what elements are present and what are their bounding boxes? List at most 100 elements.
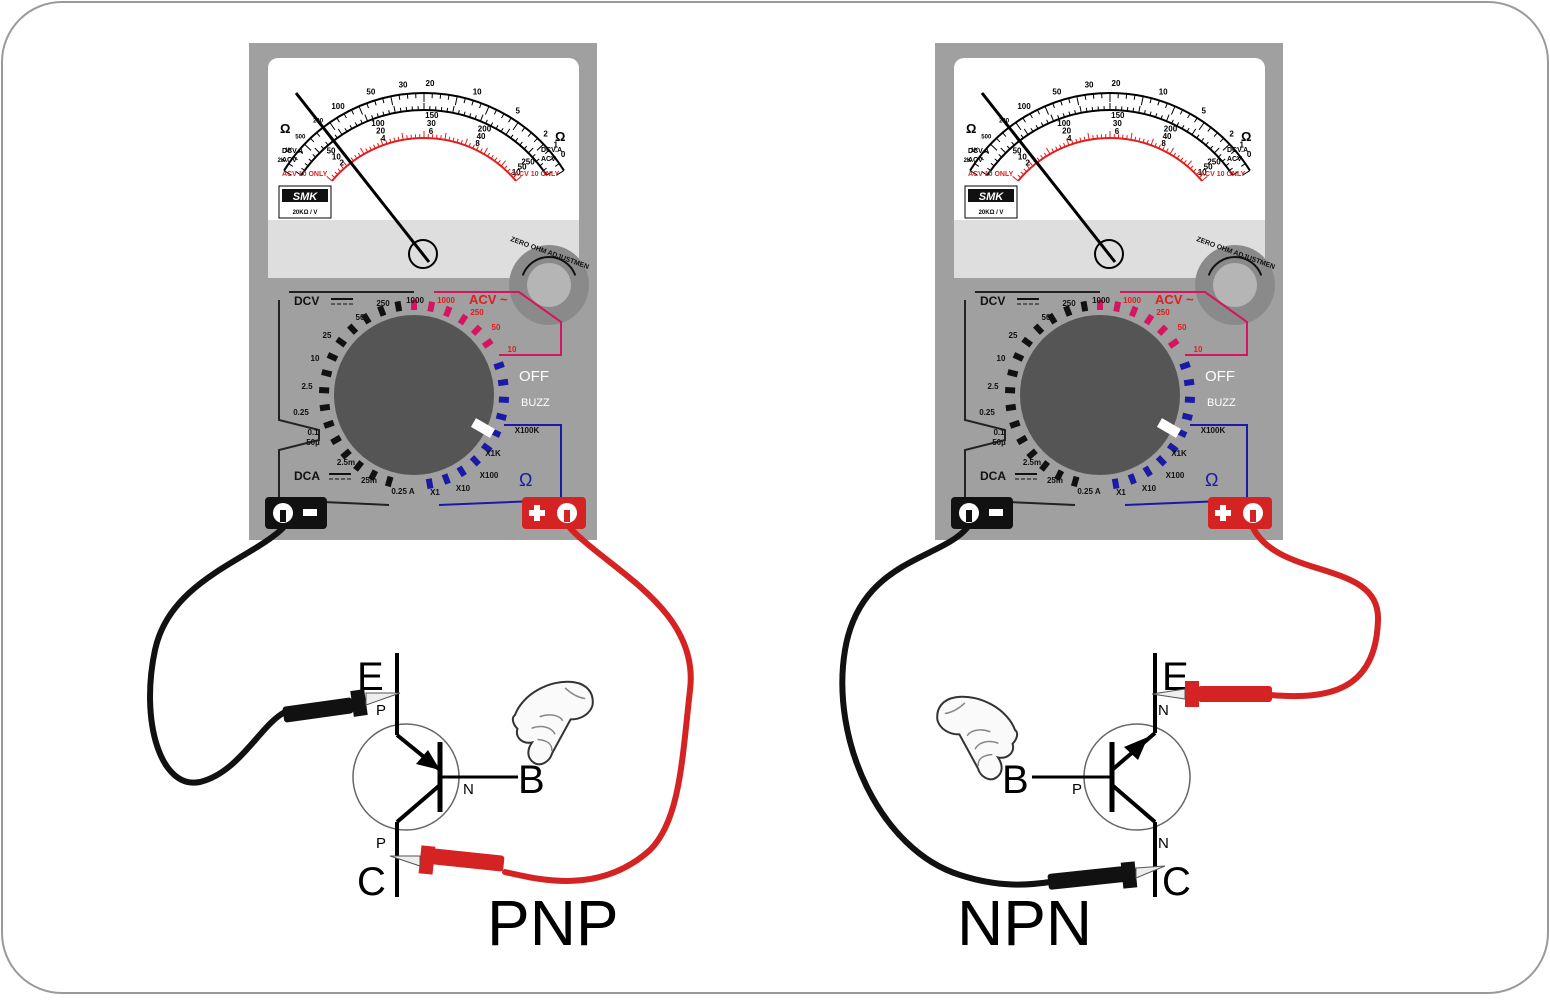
- pnp-collector-region: P: [376, 835, 386, 852]
- range-dash: [1014, 355, 1023, 359]
- dcv-range-label: 0.1: [307, 428, 319, 437]
- dca-range-label: 0.25 A: [1077, 487, 1100, 496]
- pnp-title: PNP: [487, 887, 619, 959]
- ohm-scale-label: 30: [1085, 80, 1094, 89]
- selector-knob: [1020, 315, 1180, 475]
- npn-emitter-region: N: [1158, 702, 1169, 719]
- range-dash: [1006, 407, 1016, 408]
- range-dash: [1130, 474, 1134, 483]
- ohm-range-label: X10: [1142, 484, 1157, 493]
- scale-label: DCV.A: [1227, 147, 1248, 154]
- dcv-range-label: 0.25: [979, 408, 995, 417]
- npn-collector-label: C: [1162, 860, 1191, 904]
- dca-label: DCA: [980, 469, 1006, 483]
- pnp-emitter-region: P: [376, 702, 386, 719]
- acv-range-label: 50: [1178, 323, 1187, 332]
- dcv-range-label: 10: [997, 354, 1006, 363]
- dca-range-label: 25m: [361, 476, 377, 485]
- dcv-label: DCV: [980, 294, 1005, 308]
- ohm-scale-label: 2: [1229, 129, 1234, 138]
- range-dash: [1010, 423, 1019, 426]
- dc-scale-label: 2: [339, 158, 344, 167]
- dcv-range-label: 2.5: [987, 382, 999, 391]
- ohm-section-symbol: Ω: [1205, 470, 1218, 490]
- ohm-scale-label: 50: [1052, 87, 1061, 96]
- terminal-socket-hole: [966, 510, 972, 522]
- ohm-scale-label: 500: [295, 135, 306, 141]
- scale-tick: [441, 135, 442, 139]
- buzz-label: BUZZ: [521, 397, 550, 409]
- range-dash: [388, 477, 391, 487]
- range-dash: [494, 364, 503, 367]
- range-dash: [496, 416, 506, 418]
- dc-scale-label: 8: [475, 139, 480, 148]
- dcv-range-label: 50µ: [992, 438, 1006, 447]
- sensitivity-label: 20KΩ / V: [293, 210, 318, 216]
- dcv-range-label: 1000: [1092, 296, 1110, 305]
- minus-sign: [989, 509, 1003, 516]
- scale-tick: [1093, 94, 1094, 99]
- acv-only-label: ACV 10 ONLY: [1200, 171, 1246, 178]
- pnp-base-region: N: [463, 781, 474, 798]
- ohm-scale-label: 30: [399, 80, 408, 89]
- ohm-section-symbol: Ω: [519, 470, 532, 490]
- range-dash: [1132, 307, 1136, 316]
- range-dash: [498, 382, 508, 383]
- terminal-socket-hole: [1250, 510, 1256, 522]
- acv-range-label: 10: [1194, 345, 1203, 354]
- acv-range-label: 1000: [437, 296, 455, 305]
- dc-scale-label: 4: [381, 134, 386, 143]
- ohm-range-label: X10: [456, 484, 471, 493]
- dc-scale-label: 4: [1067, 134, 1072, 143]
- range-dash: [444, 474, 448, 483]
- buzz-label: BUZZ: [1207, 397, 1236, 409]
- scale-label: DCV.A: [968, 148, 989, 155]
- ohm-range-label: X100K: [1201, 426, 1226, 435]
- ohm-scale-label: 2: [543, 129, 548, 138]
- plus-sign: [1220, 505, 1226, 521]
- selector-knob: [334, 315, 494, 475]
- scale-label: ACV: [968, 157, 983, 164]
- scale-label: DCV.A: [541, 147, 562, 154]
- npn-collector-region: N: [1158, 835, 1169, 852]
- dcv-range-label: 250: [376, 299, 390, 308]
- scale-label: ACV: [541, 156, 556, 163]
- sensitivity-label: 20KΩ / V: [979, 210, 1004, 216]
- scale-tick: [407, 94, 408, 99]
- dc-scale-label: 2: [1025, 158, 1030, 167]
- range-dash: [1008, 372, 1018, 374]
- dca-label: DCA: [294, 469, 320, 483]
- scale-tick: [407, 135, 408, 139]
- terminal-socket-hole: [280, 510, 286, 522]
- range-dash: [1182, 416, 1192, 418]
- scale-tick: [1133, 108, 1134, 112]
- dcv-range-label: 0.25: [293, 408, 309, 417]
- range-dash: [320, 407, 330, 408]
- scale-tick: [1093, 135, 1094, 139]
- ohm-scale-label: 100: [1017, 102, 1031, 111]
- pnp-collector-label: C: [357, 860, 386, 904]
- ohm-scale-label: 5: [515, 107, 520, 116]
- acv-label: ACV ~: [469, 292, 508, 307]
- acv-range-label: 50: [492, 323, 501, 332]
- dcv-range-label: 25: [323, 331, 332, 340]
- dcv-range-label: 2.5: [301, 382, 313, 391]
- scale-label: ACV: [1227, 156, 1242, 163]
- dca-range-label: 2.5m: [337, 458, 355, 467]
- dca-range-label: 25m: [1047, 476, 1063, 485]
- acv-only-label: ACV 10 ONLY: [968, 171, 1014, 178]
- ohm-range-label: X1K: [1171, 449, 1187, 458]
- multimeter-left: 2K1K500200100503020105210501001502002501…: [249, 43, 597, 540]
- acv-only-label: ACV 10 ONLY: [282, 171, 328, 178]
- dcv-range-label: 50µ: [306, 438, 320, 447]
- range-dash: [430, 302, 432, 312]
- range-dash: [1074, 477, 1077, 487]
- scale-tick: [1126, 94, 1127, 99]
- npn-title: NPN: [957, 887, 1092, 959]
- ohm-scale-label: 10: [1159, 87, 1168, 96]
- range-dash: [398, 301, 400, 311]
- terminal-socket-hole: [564, 510, 570, 522]
- ohm-range-label: X100: [1166, 471, 1185, 480]
- scale-tick: [1086, 108, 1087, 112]
